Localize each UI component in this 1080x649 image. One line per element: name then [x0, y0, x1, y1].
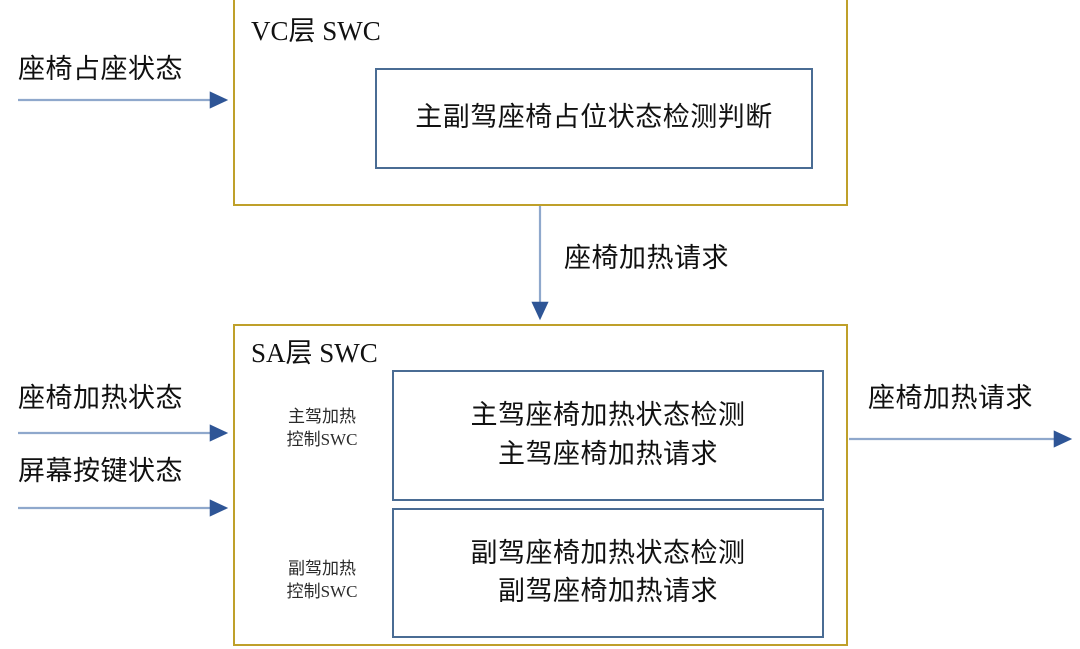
signal-label-screen-button-status: 屏幕按键状态 [18, 456, 183, 487]
vc-component-line-1: 主副驾座椅占位状态检测判断 [415, 102, 773, 134]
sa-layer-title: SA层 SWC [251, 338, 378, 368]
sa-passenger-line-2: 副驾座椅加热请求 [498, 576, 718, 607]
signal-label-seat-heating-request-out: 座椅加热请求 [868, 383, 1033, 414]
sa-component-driver-heat: 主驾座椅加热状态检测 主驾座椅加热请求 [392, 370, 824, 501]
sub-label-driver-line-1: 主驾加热 [288, 407, 356, 427]
sa-driver-line-1: 主驾座椅加热状态检测 [470, 400, 746, 432]
sub-label-driver-heat-ctrl-swc: 主驾加热 控制SWC [259, 406, 385, 452]
vc-component-occupancy-detect: 主副驾座椅占位状态检测判断 [375, 68, 813, 169]
sub-label-passenger-heat-ctrl-swc: 副驾加热 控制SWC [259, 558, 385, 604]
sa-driver-line-2: 主驾座椅加热请求 [498, 438, 718, 470]
sa-passenger-line-1: 副驾座椅加热状态检测 [470, 537, 746, 569]
sub-label-passenger-line-1: 副驾加热 [288, 559, 356, 579]
signal-label-seat-heating-request-internal: 座椅加热请求 [564, 243, 729, 274]
sub-label-passenger-line-2: 控制SWC [286, 581, 358, 601]
vc-layer-title: VC层 SWC [251, 16, 381, 46]
sa-component-passenger-heat: 副驾座椅加热状态检测 副驾座椅加热请求 [392, 508, 824, 638]
signal-label-seat-occupancy-status: 座椅占座状态 [18, 54, 183, 85]
signal-label-seat-heating-status: 座椅加热状态 [18, 383, 183, 414]
sub-label-driver-line-2: 控制SWC [286, 429, 358, 449]
